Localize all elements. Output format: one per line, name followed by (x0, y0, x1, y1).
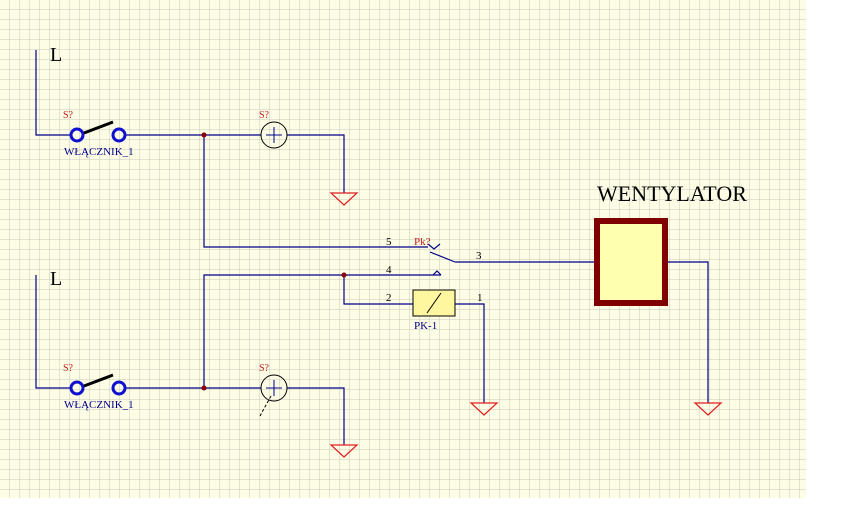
relay-coil[interactable] (412, 289, 456, 317)
lamp-ref-2: S? (259, 363, 270, 374)
switch-ref-1: S? (63, 110, 74, 121)
switch-name-1: WŁĄCZNIK_1 (64, 146, 134, 158)
switch-1[interactable] (69, 120, 127, 143)
junctions (201, 132, 347, 391)
relay-contact-ref: Pk? (414, 236, 431, 248)
switch-2[interactable] (69, 373, 127, 396)
wires (35, 50, 709, 445)
switch-name-2: WŁĄCZNIK_1 (64, 399, 134, 411)
pin-1: 1 (477, 292, 483, 304)
relay-contact-nc (427, 243, 456, 263)
pin-2: 2 (386, 292, 392, 304)
pin-3: 3 (476, 250, 482, 262)
ground-icon (329, 192, 723, 458)
source-label-2: L (50, 268, 62, 290)
source-label-1: L (50, 44, 62, 66)
pin-4: 4 (386, 264, 392, 276)
switch-ref-2: S? (63, 363, 74, 374)
relay-coil-name: PK-1 (414, 320, 437, 332)
lamp-2[interactable] (259, 374, 288, 417)
fan-label: WENTYLATOR (597, 181, 747, 206)
lamp-1[interactable] (260, 121, 288, 149)
fan-box[interactable] (594, 218, 668, 306)
grid (0, 0, 806, 498)
lamp-ref-1: S? (259, 110, 270, 121)
relay-contact-no (432, 270, 442, 276)
pin-5: 5 (386, 236, 392, 248)
